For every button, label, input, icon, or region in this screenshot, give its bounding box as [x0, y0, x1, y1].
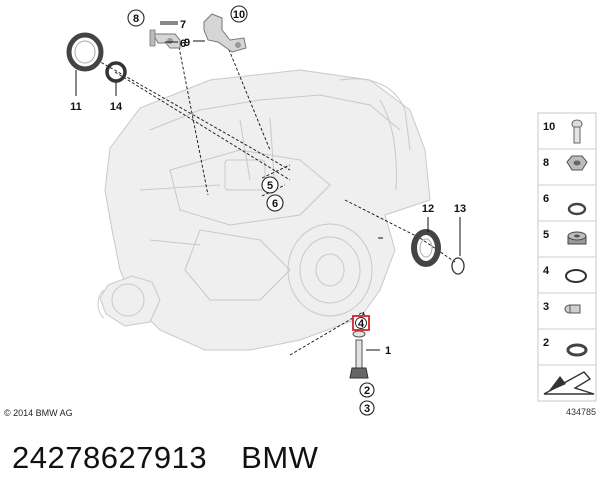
panel-item-6[interactable]: 6: [543, 193, 587, 216]
panel-item-2[interactable]: 2: [543, 337, 588, 357]
panel-item-8[interactable]: 8: [543, 155, 588, 171]
svg-text:8: 8: [543, 157, 549, 169]
panel-item-10[interactable]: 10: [543, 119, 583, 144]
parts-panel: 10 8 6 5 4 3: [537, 112, 597, 402]
svg-text:5: 5: [543, 229, 549, 241]
panel-item-5[interactable]: 5: [543, 229, 587, 245]
svg-text:8: 8: [133, 13, 139, 25]
svg-text:6: 6: [543, 193, 549, 205]
callout-7[interactable]: 7: [160, 19, 186, 31]
copyright-text: © 2014 BMW AG: [4, 408, 73, 418]
svg-text:12: 12: [422, 203, 434, 215]
transmission-housing: [97, 69, 431, 351]
svg-text:14: 14: [110, 101, 123, 113]
callout-6-upper[interactable]: 6: [165, 38, 186, 50]
callout-9[interactable]: 9: [184, 37, 205, 49]
callout-5[interactable]: 5: [261, 176, 279, 194]
callout-2[interactable]: 2: [359, 382, 375, 398]
svg-text:2: 2: [364, 385, 370, 397]
callout-11[interactable]: 11: [70, 70, 82, 113]
svg-text:10: 10: [233, 9, 245, 21]
part-caption: 24278627913 BMW: [12, 440, 352, 476]
part-8-bracket: [149, 29, 181, 49]
callout-4-highlighted[interactable]: 4: [352, 315, 370, 331]
callout-12[interactable]: 12: [422, 203, 434, 232]
svg-text:7: 7: [180, 19, 186, 31]
svg-text:13: 13: [454, 203, 466, 215]
panel-item-3[interactable]: 3: [543, 301, 581, 314]
svg-text:9: 9: [184, 37, 190, 49]
callout-6[interactable]: 6: [266, 194, 284, 212]
direction-arrow-icon: [543, 371, 595, 395]
callout-1[interactable]: 1: [366, 345, 391, 357]
diagram-id: 434785: [566, 407, 596, 417]
svg-text:2: 2: [543, 337, 549, 349]
part-1-bolt: [349, 330, 369, 379]
svg-text:4: 4: [358, 318, 365, 330]
callout-14[interactable]: 14: [110, 82, 123, 113]
svg-text:1: 1: [385, 345, 391, 357]
svg-text:3: 3: [543, 301, 549, 313]
o-ring-14: [105, 61, 127, 83]
brand-name: BMW: [241, 440, 319, 475]
svg-text:3: 3: [364, 403, 370, 415]
seal-ring-12: [411, 229, 441, 267]
callout-10[interactable]: 10: [230, 5, 248, 23]
callout-13[interactable]: 13: [454, 203, 466, 256]
seal-ring-11: [66, 32, 104, 72]
svg-text:6: 6: [272, 198, 278, 210]
callout-3[interactable]: 3: [359, 400, 375, 416]
o-ring-13: [451, 257, 465, 275]
callout-8[interactable]: 8: [127, 9, 145, 27]
svg-text:5: 5: [267, 180, 273, 192]
svg-text:6: 6: [180, 38, 186, 50]
svg-text:11: 11: [70, 101, 82, 113]
svg-text:10: 10: [543, 121, 555, 133]
part-number: 24278627913: [12, 440, 208, 475]
part-9-bracket: [203, 13, 247, 53]
svg-text:4: 4: [543, 265, 550, 277]
panel-item-4[interactable]: 4: [543, 265, 587, 283]
